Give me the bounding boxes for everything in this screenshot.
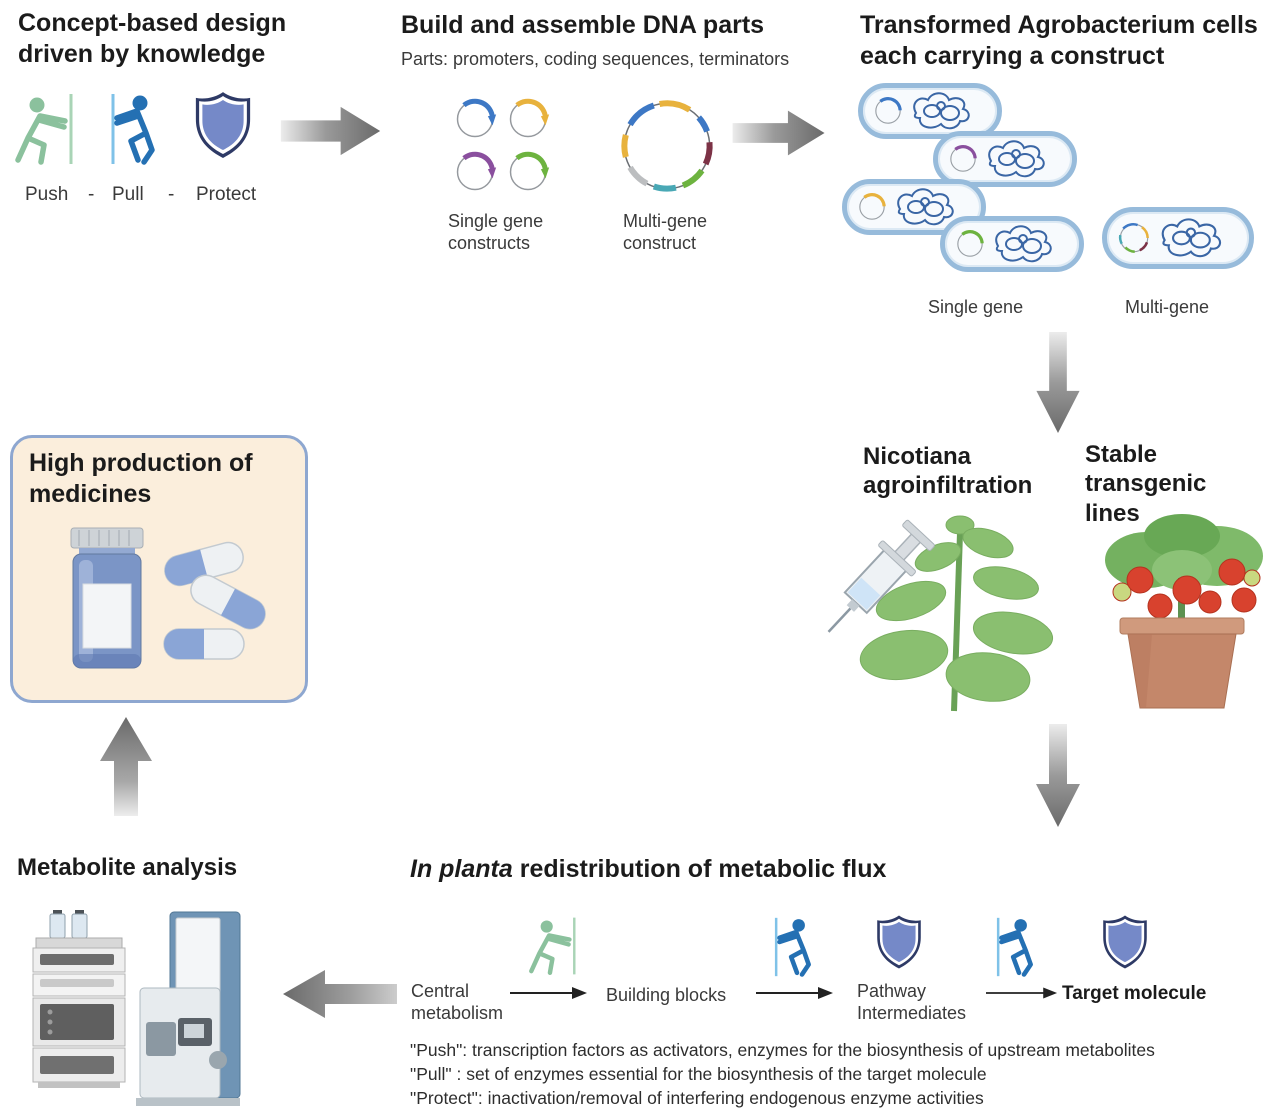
chromosome-icon <box>913 92 970 130</box>
metabolite-title: Metabolite analysis <box>17 854 238 881</box>
capsule-icon <box>190 574 266 630</box>
flux-arrow-2 <box>756 987 833 999</box>
pill-bottle-illustration <box>70 527 144 669</box>
single-gene-caption: Single gene constructs <box>448 211 544 254</box>
chromosome-icon <box>988 140 1045 178</box>
push-icon <box>15 94 73 165</box>
agro-cell-single-purple <box>933 131 1077 187</box>
flux-pull-icon-2 <box>996 917 1033 977</box>
chromosome-icon <box>897 188 954 226</box>
multi-plasmid-in-cell-icon <box>1118 223 1149 253</box>
flux-step-target-molecule: Target molecule <box>1062 983 1207 1004</box>
flow-arrow-right-1 <box>280 106 381 156</box>
dash-separator: - <box>168 184 175 205</box>
medicines-title: High production of medicines <box>29 449 253 508</box>
dash-separator: - <box>88 184 95 205</box>
pull-label: Pull <box>112 184 144 205</box>
definition-protect: "Protect": inactivation/removal of inter… <box>410 1088 984 1108</box>
single-gene-plasmid-purple-icon <box>456 151 497 191</box>
plasmid-in-cell-icon <box>859 193 886 220</box>
medicines-box: High production of medicines <box>10 435 308 703</box>
flux-title: In planta redistribution of metabolic fl… <box>410 855 886 884</box>
multi-gene-plasmid-icon <box>621 100 713 192</box>
flux-step-building-blocks: Building blocks <box>606 985 727 1005</box>
flux-step-central-metabolism: Central metabolism <box>411 981 504 1024</box>
flux-arrow-1 <box>510 987 587 999</box>
definition-pull: "Pull" : set of enzymes essential for th… <box>410 1064 987 1084</box>
agro-single-caption: Single gene <box>928 297 1024 317</box>
flux-shield-icon-1 <box>877 915 921 969</box>
pull-icon <box>111 94 155 165</box>
capsule-icon <box>163 628 245 660</box>
flow-arrow-down-2 <box>1036 724 1080 827</box>
syringe-icon <box>827 519 935 633</box>
agro-multi-caption: Multi-gene <box>1125 297 1210 317</box>
flux-pull-icon-1 <box>774 917 811 977</box>
flux-arrow-3 <box>986 987 1058 999</box>
build-title: Build and assemble DNA parts <box>401 11 765 39</box>
single-gene-plasmid-blue-icon <box>456 98 497 138</box>
protect-shield-icon <box>195 92 251 158</box>
flux-definitions: "Push": transcription factors as activat… <box>410 1038 1280 1108</box>
tomato-plant-illustration <box>1105 514 1263 709</box>
agro-cell-single-blue <box>858 83 1002 139</box>
capsule-icon <box>164 541 244 587</box>
plasmid-in-cell-icon <box>950 145 977 172</box>
nicotiana-caption: Nicotiana agroinfiltration <box>863 443 1033 500</box>
flux-title-italic: In planta <box>410 855 513 883</box>
flux-shield-icon-2 <box>1103 915 1147 969</box>
multi-gene-caption: Multi-gene construct <box>623 211 708 254</box>
definition-push: "Push": transcription factors as activat… <box>410 1040 1155 1060</box>
single-gene-plasmid-green-icon <box>509 151 550 191</box>
flow-arrow-right-2 <box>732 110 825 156</box>
flux-push-icon <box>529 917 576 975</box>
agro-title: Transformed Agrobacterium cells each car… <box>860 11 1258 70</box>
stable-lines-caption: Stable transgenic lines <box>1085 441 1207 527</box>
chromosome-icon <box>1161 218 1221 258</box>
agro-cell-single-green <box>940 216 1084 272</box>
build-parts-subtitle: Parts: promoters, coding sequences, term… <box>401 49 790 69</box>
flow-arrow-up <box>100 717 152 816</box>
flux-title-rest: redistribution of metabolic flux <box>512 855 887 883</box>
flow-arrow-down-1 <box>1036 332 1080 434</box>
flow-arrow-left <box>283 970 397 1018</box>
flux-step-pathway-intermediates: Pathway Intermediates <box>857 981 967 1024</box>
concept-title: Concept-based design driven by knowledge <box>18 9 287 68</box>
lab-equipment-illustration <box>32 910 241 1106</box>
chromosome-icon <box>995 225 1052 263</box>
agro-cell-multi-gene <box>1102 207 1254 269</box>
protect-label: Protect <box>196 184 257 205</box>
single-gene-plasmid-yellow-icon <box>509 98 550 138</box>
push-label: Push <box>25 184 69 205</box>
plasmid-in-cell-icon <box>957 230 984 257</box>
nicotiana-plant-illustration <box>859 515 1054 712</box>
plasmid-in-cell-icon <box>875 97 902 124</box>
